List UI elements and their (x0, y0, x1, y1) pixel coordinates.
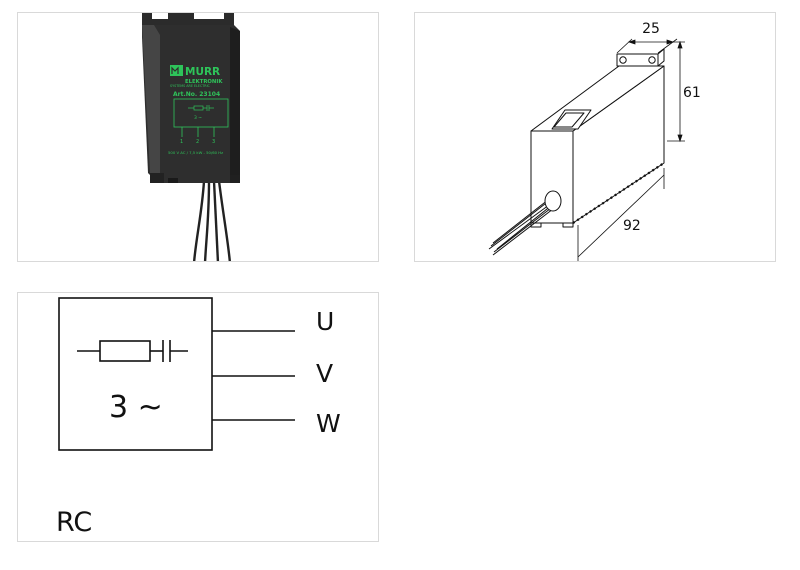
label-rating: 500 V AC / 7,5 kW - 50/60 Hz (168, 150, 223, 155)
product-photo: MURR ELEKTRONIK SYSTEMS ARE ELECTRIC Art… (142, 13, 240, 261)
murr-logo: MURR ELEKTRONIK (170, 65, 223, 85)
terminal-label-v: V (316, 359, 333, 388)
terminal-label-w: W (316, 409, 341, 438)
dimension-drawing-panel: 25 61 92 (414, 12, 776, 262)
article-number: Art.No. 23104 (173, 91, 220, 98)
rc-element-symbol (77, 340, 188, 362)
schematic-panel: 3 ~ U V W RC (17, 292, 379, 542)
label-phase-mark: 3 ~ (194, 115, 202, 121)
dimension-width-label: 25 (642, 21, 660, 37)
phase-label: 3 ~ (109, 390, 163, 425)
label-terminal-3: 3 (212, 139, 215, 145)
label-frame (173, 98, 229, 128)
label-terminal-2: 2 (196, 139, 199, 145)
latch (551, 109, 592, 130)
schematic-symbol: 3 ~ U V W RC (56, 297, 341, 538)
dimension-length-label: 92 (623, 218, 641, 234)
dimension-height-label: 61 (683, 85, 701, 101)
brand-sub: ELEKTRONIK (185, 79, 223, 85)
label-terminal-1: 1 (180, 139, 183, 145)
brand-tagline: SYSTEMS ARE ELECTRIC (170, 84, 211, 88)
bottom-rail-edge (572, 162, 665, 224)
dimension-length: 92 (577, 168, 665, 261)
mounting-tab (616, 53, 659, 67)
terminal-label-u: U (316, 307, 334, 336)
device-box (58, 297, 213, 451)
dimension-height: 61 (667, 40, 701, 143)
product-photo-panel: MURR ELEKTRONIK SYSTEMS ARE ELECTRIC Art… (17, 12, 379, 262)
module-label: MURR ELEKTRONIK SYSTEMS ARE ELECTRIC Art… (168, 65, 229, 155)
dimension-drawing: 25 61 92 (488, 21, 701, 261)
brand-name: MURR (185, 66, 220, 78)
label-rc-symbol (188, 105, 214, 111)
terminal-leads (212, 330, 295, 421)
label-terminal-lines (181, 127, 215, 137)
cable-bundle (192, 180, 232, 261)
dimension-width: 25 (616, 21, 678, 54)
mounting-clip (142, 13, 234, 25)
type-label: RC (56, 507, 92, 538)
module-body (142, 25, 240, 183)
mounting-holes (619, 56, 656, 64)
cable-bundle (488, 190, 562, 256)
module-outline (530, 48, 665, 228)
